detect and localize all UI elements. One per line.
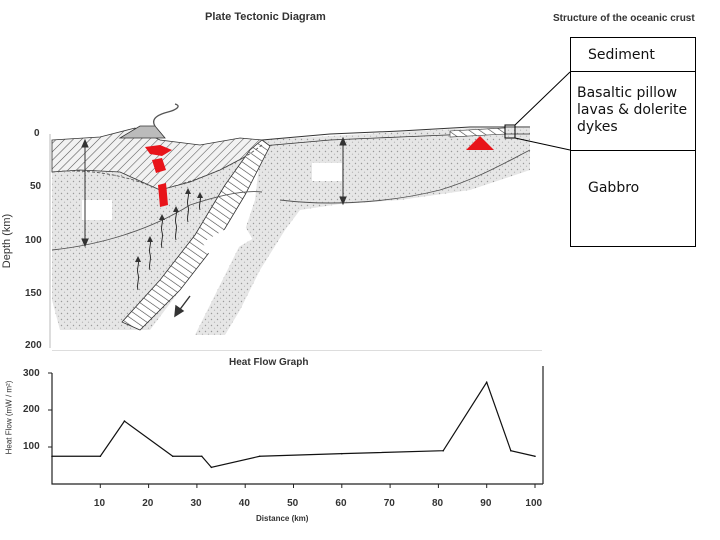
oceanic-lithosphere bbox=[195, 128, 530, 335]
callout-line-top bbox=[514, 71, 571, 126]
crust-title: Structure of the oceanic crust bbox=[553, 13, 695, 24]
blank-box-1 bbox=[312, 163, 342, 181]
depth-tick-0: 0 bbox=[34, 128, 40, 139]
x-tick-10: 10 bbox=[93, 498, 106, 509]
x-tick-70: 70 bbox=[383, 498, 395, 509]
crust-label-sediment: Sediment bbox=[588, 47, 655, 63]
heat-flow-point-5 bbox=[210, 466, 213, 469]
diagram-title: Plate Tectonic Diagram bbox=[205, 11, 326, 23]
depth-tick-100: 100 bbox=[25, 235, 42, 246]
heat-flow-line bbox=[52, 380, 536, 469]
oceanic-crust-band bbox=[261, 126, 530, 141]
x-tick-50: 50 bbox=[287, 498, 299, 509]
rising-fluid-arrows bbox=[136, 191, 202, 291]
x-tick-100: 100 bbox=[525, 498, 543, 509]
mantle-region-left bbox=[52, 138, 262, 330]
x-tick-80: 80 bbox=[432, 498, 444, 509]
crust-label-basalt-line-2: lavas & dolerite bbox=[577, 102, 688, 118]
chart-y-label: Heat Flow (mW / m²) bbox=[4, 380, 14, 455]
heat-flow-point-7 bbox=[341, 452, 343, 455]
crust-label-gabbro: Gabbro bbox=[588, 180, 640, 196]
arrow-heads bbox=[135, 188, 203, 262]
x-tick-40: 40 bbox=[238, 498, 250, 509]
heat-flow-point-1 bbox=[99, 455, 102, 458]
crust-label-basalt-line-1: Basaltic pillow bbox=[577, 85, 678, 101]
subducting-slab bbox=[121, 139, 271, 331]
callout-line-bottom bbox=[514, 137, 571, 151]
heat-flow-point-4 bbox=[200, 455, 203, 458]
crust-label-basalt: Basaltic pillow lavas & dolerite dykes bbox=[577, 85, 687, 136]
x-tick-90: 90 bbox=[480, 498, 492, 509]
chart-x-label: Distance (km) bbox=[256, 514, 309, 523]
heat-flow-point-9 bbox=[485, 381, 488, 384]
depth-tick-200: 200 bbox=[25, 340, 42, 351]
heat-flow-point-0 bbox=[51, 455, 53, 458]
depth-tick-50: 50 bbox=[30, 181, 42, 192]
x-tick-20: 20 bbox=[142, 498, 154, 509]
heat-flow-point-2 bbox=[123, 420, 126, 422]
x-tick-60: 60 bbox=[335, 498, 347, 509]
depth-tick-150: 150 bbox=[25, 288, 42, 299]
heat-flow-point-3 bbox=[171, 455, 174, 458]
crust-label-basalt-line-3: dykes bbox=[577, 119, 618, 135]
callout-marker bbox=[504, 124, 516, 139]
magma bbox=[145, 136, 494, 207]
crust-layer-gabbro-box bbox=[570, 150, 696, 247]
blank-box-3 bbox=[82, 200, 112, 220]
volcano-plume bbox=[153, 103, 179, 127]
heat-flow-point-10 bbox=[510, 449, 512, 452]
heatflow-panel-line bbox=[52, 350, 542, 351]
x-tick-30: 30 bbox=[190, 498, 202, 509]
y-tick-100: 100 bbox=[23, 441, 40, 452]
thickness-arrows bbox=[81, 136, 347, 248]
y-tick-300: 300 bbox=[23, 368, 40, 379]
heat-flow-point-11 bbox=[534, 455, 536, 458]
blank-box-2 bbox=[202, 219, 253, 262]
chart-axes bbox=[51, 373, 543, 485]
chart-title: Heat Flow Graph bbox=[229, 357, 309, 368]
heat-flow-point-6 bbox=[258, 455, 261, 458]
subduction-arrow bbox=[174, 295, 191, 318]
y-tick-200: 200 bbox=[23, 404, 40, 415]
heat-flow-point-8 bbox=[442, 449, 445, 452]
